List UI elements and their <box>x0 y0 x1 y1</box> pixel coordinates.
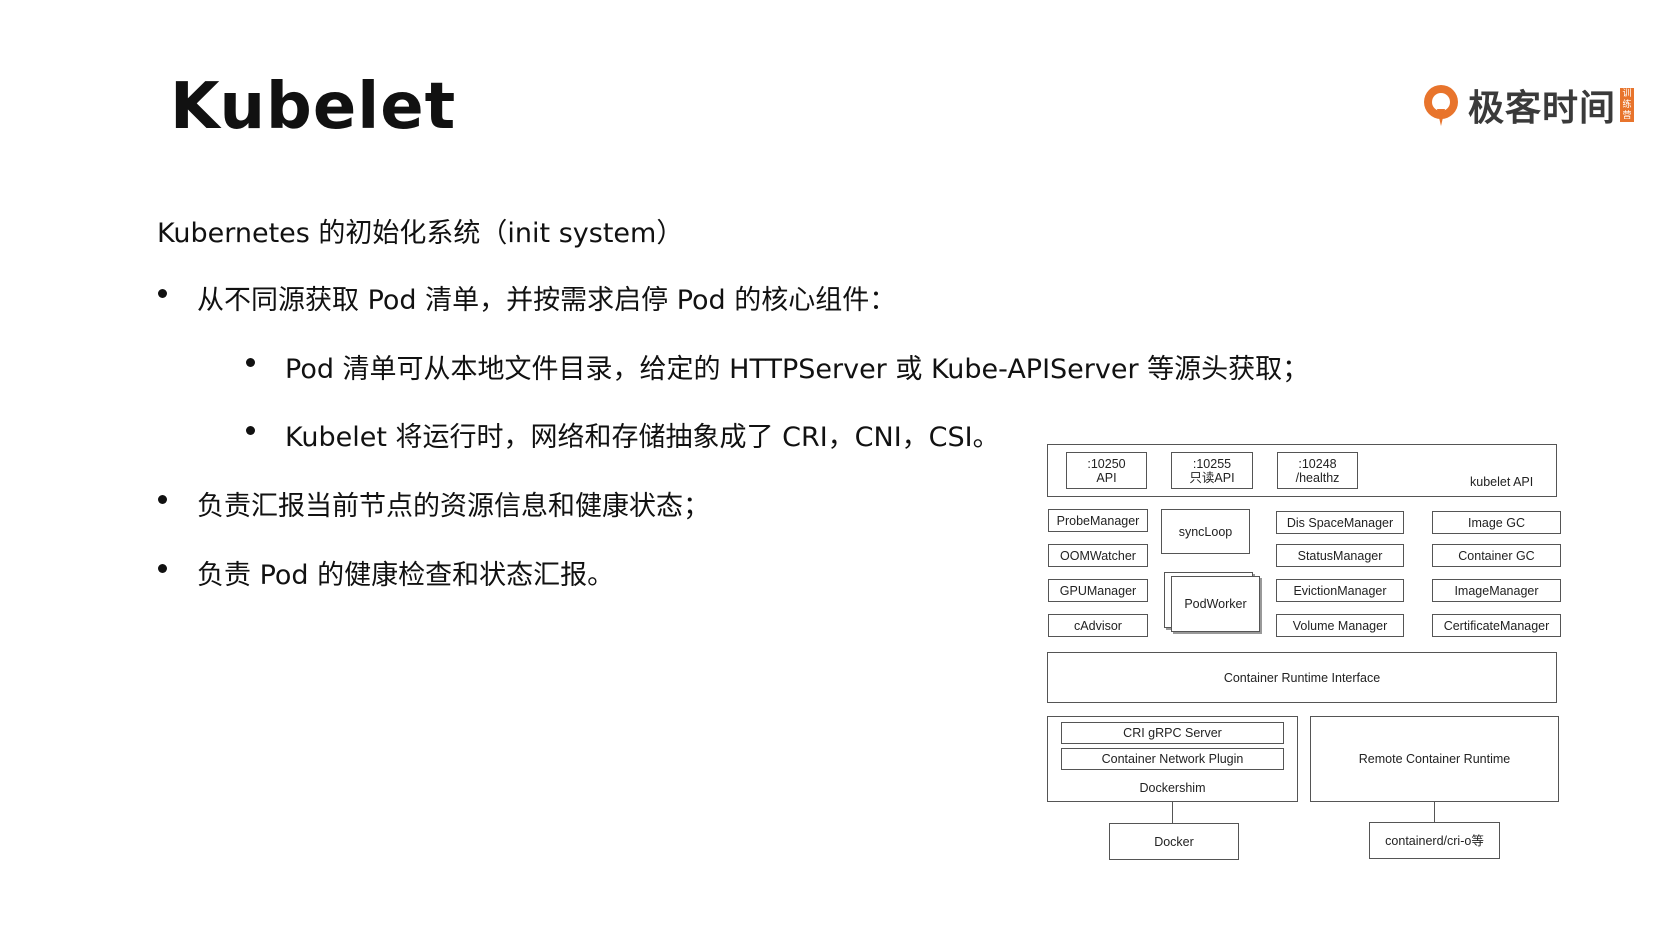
api-port-label: /healthz <box>1295 470 1340 485</box>
dockershim-frame <box>1047 716 1298 802</box>
connector-line <box>1172 802 1173 823</box>
kubelet-api-label: kubelet API <box>1470 475 1534 489</box>
api-port-number: :10255 <box>1192 456 1232 471</box>
api-port-10250: :10250 API <box>1066 452 1147 489</box>
cadvisor-box: cAdvisor <box>1048 614 1148 637</box>
dockershim-label: Dockershim <box>1139 781 1206 795</box>
api-port-label: API <box>1096 470 1117 485</box>
syncloop-box: syncLoop <box>1161 509 1250 554</box>
geektime-logo-icon <box>1424 85 1458 126</box>
podworker-box: PodWorker <box>1171 576 1260 632</box>
certificate-manager-box: CertificateManager <box>1432 614 1561 637</box>
remote-container-runtime-box: Remote Container Runtime <box>1310 716 1559 802</box>
docker-box: Docker <box>1109 823 1239 860</box>
sub-bullet-2: Kubelet 将运行时，网络和存储抽象成了 CRI，CNI，CSI。 <box>285 422 1000 453</box>
gpu-manager-box: GPUManager <box>1048 579 1148 602</box>
kubelet-api-frame <box>1047 444 1557 497</box>
bullet-1: 从不同源获取 Pod 清单，并按需求启停 Pod 的核心组件： <box>197 285 897 316</box>
connector-line <box>1434 802 1435 823</box>
image-gc-box: Image GC <box>1432 511 1561 534</box>
sub-bullet-dot <box>246 426 255 435</box>
bullet-2: 负责汇报当前节点的资源信息和健康状态； <box>197 491 710 522</box>
cri-grpc-server-box: CRI gRPC Server <box>1061 722 1284 744</box>
containerd-box: containerd/cri-o等 <box>1369 822 1500 859</box>
brand-logo: 极客时间 训练营 <box>1420 80 1635 130</box>
status-manager-box: StatusManager <box>1276 544 1404 567</box>
image-manager-box: ImageManager <box>1432 579 1561 602</box>
eviction-manager-box: EvictionManager <box>1276 579 1404 602</box>
api-port-10248: :10248 /healthz <box>1277 452 1358 489</box>
probe-manager-box: ProbeManager <box>1048 509 1148 532</box>
bullet-dot <box>158 289 167 298</box>
volume-manager-box: Volume Manager <box>1276 614 1404 637</box>
cri-box: Container Runtime Interface <box>1047 652 1557 703</box>
disk-space-manager-box: Dis SpaceManager <box>1276 511 1404 534</box>
sub-bullet-dot <box>246 358 255 367</box>
container-network-plugin-box: Container Network Plugin <box>1061 748 1284 770</box>
podworker-back-box <box>1164 572 1253 628</box>
container-gc-box: Container GC <box>1432 544 1561 567</box>
api-port-number: :10250 <box>1087 456 1126 471</box>
oom-watcher-box: OOMWatcher <box>1048 544 1148 567</box>
page-title: Kubelet <box>170 70 457 144</box>
logo-badge: 训练营 <box>1620 88 1635 122</box>
api-port-number: :10248 <box>1298 456 1337 471</box>
bullet-dot <box>158 495 167 504</box>
sub-bullet-1: Pod 清单可从本地文件目录，给定的 HTTPServer 或 Kube-API… <box>285 354 1310 385</box>
bullet-dot <box>158 564 167 573</box>
api-port-label: 只读API <box>1189 470 1235 485</box>
bullet-3: 负责 Pod 的健康检查和状态汇报。 <box>197 560 615 591</box>
logo-text: 极客时间 <box>1468 88 1617 129</box>
api-port-10255: :10255 只读API <box>1171 452 1253 489</box>
intro-line: Kubernetes 的初始化系统（init system） <box>157 218 684 249</box>
